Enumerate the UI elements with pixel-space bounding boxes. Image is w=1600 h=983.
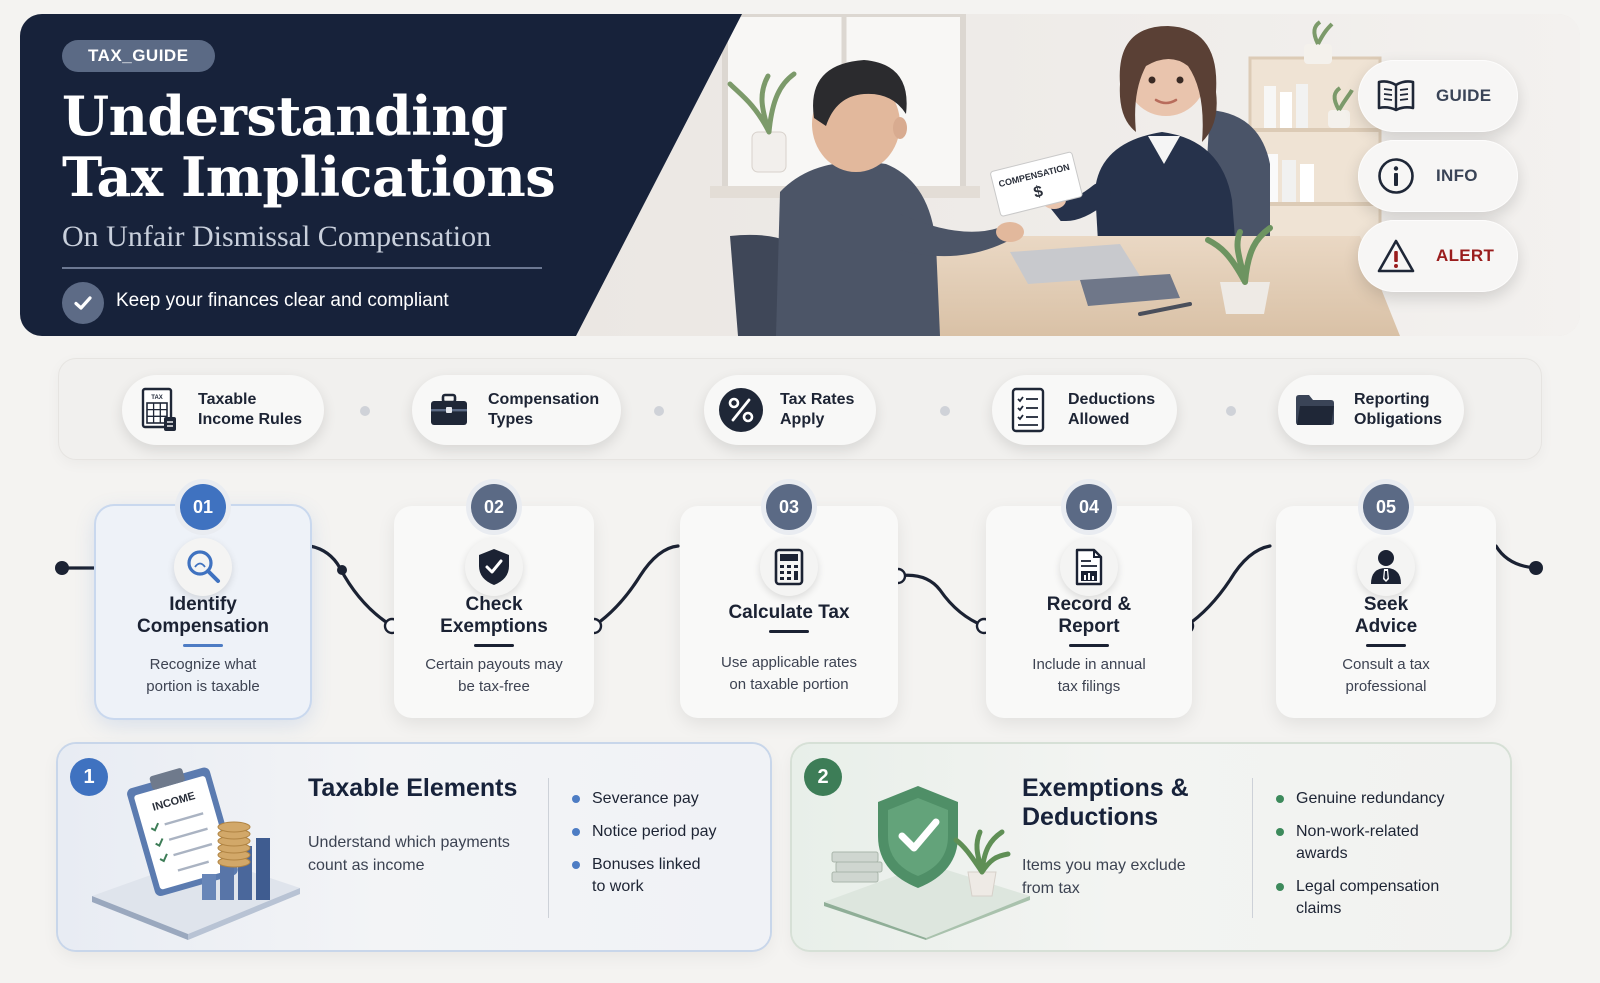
step-underline — [183, 644, 223, 647]
calculator-icon — [760, 538, 818, 596]
income-clipboard-illustration: INCOME — [92, 767, 300, 940]
list-item: Genuine redundancy — [1274, 788, 1445, 810]
topic-label: Compensation Types — [488, 391, 600, 428]
step-check-exemptions[interactable]: 02 Check Exemptions Certain payouts may … — [394, 484, 594, 718]
card-divider — [548, 778, 549, 918]
hero-note: Keep your finances clear and compliant — [116, 290, 449, 311]
list-item: Notice period pay — [570, 821, 717, 843]
step-title: Calculate Tax — [728, 602, 850, 623]
card-description: Understand which payments count as incom… — [308, 834, 510, 874]
guide-button-label: GUIDE — [1436, 86, 1492, 105]
step-identify-compensation[interactable]: 01 Identify Compensation Recognize what … — [96, 484, 310, 718]
step-number: 03 — [766, 484, 812, 530]
topic-label: Reporting Obligations — [1354, 391, 1442, 428]
separator-dot — [940, 406, 950, 416]
guide-button[interactable]: GUIDE — [1358, 60, 1518, 132]
step-underline — [769, 630, 809, 633]
topic-compensation-types[interactable]: Compensation Types — [412, 375, 622, 445]
topic-label: Tax Rates Apply — [780, 391, 855, 428]
list-item: Bonuses linked to work — [570, 854, 717, 898]
step-description: Use applicable rates on taxable portion — [721, 654, 857, 693]
tax-form-icon: TAX — [136, 387, 182, 433]
step-number: 02 — [471, 484, 517, 530]
step-description: Recognize what portion is taxable — [146, 656, 260, 695]
list-item: Non-work-related awards — [1274, 821, 1445, 865]
step-title: Record & Report — [1046, 594, 1132, 637]
taxable-items-list: Severance pay Notice period pay Bonuses … — [570, 788, 717, 909]
check-icon — [62, 282, 104, 324]
card-exemptions-deductions: 2 Exemptions & Deductions Items you may … — [792, 744, 1510, 950]
topic-bar: TAX Taxable Income Rules Compensation Ty… — [58, 358, 1542, 460]
shield-plant-illustration — [824, 786, 1030, 940]
shield-check-icon — [465, 538, 523, 596]
checklist-icon — [1006, 387, 1052, 433]
step-record-report[interactable]: 04 Record & Report Include in annual tax… — [986, 484, 1192, 718]
card-taxable-elements: INCOME 1 Taxable Elements Understand whi… — [58, 744, 770, 950]
step-description: Include in annual tax filings — [1032, 656, 1146, 695]
step-title: Identify Compensation — [137, 594, 269, 637]
topic-tax-rates-apply[interactable]: Tax Rates Apply — [704, 375, 877, 445]
step-number: 04 — [1066, 484, 1112, 530]
guide-tag: TAX_GUIDE — [62, 40, 215, 72]
magnifier-icon — [174, 538, 232, 596]
list-item: Legal compensation claims — [1274, 876, 1445, 920]
hero-banner: COMPENSATION $ TAX_GUIDE Understanding T… — [20, 14, 1580, 336]
card-divider — [1252, 778, 1253, 918]
step-underline — [1366, 644, 1406, 647]
step-title: Seek Advice — [1354, 594, 1418, 637]
step-underline — [474, 644, 514, 647]
step-description: Consult a tax professional — [1342, 656, 1430, 695]
separator-dot — [1226, 406, 1236, 416]
alert-button[interactable]: ALERT — [1358, 220, 1518, 292]
card-title: Taxable Elements — [308, 774, 518, 802]
step-number: 01 — [180, 484, 226, 530]
step-calculate-tax[interactable]: 03 Calculate Tax Use applicable rates on… — [680, 484, 898, 718]
briefcase-icon — [426, 387, 472, 433]
open-book-icon — [1376, 76, 1416, 116]
info-button-label: INFO — [1436, 166, 1478, 185]
topic-reporting-obligations[interactable]: Reporting Obligations — [1278, 375, 1464, 445]
topic-deductions-allowed[interactable]: Deductions Allowed — [992, 375, 1178, 445]
separator-dot — [360, 406, 370, 416]
info-icon — [1376, 156, 1416, 196]
folder-icon — [1292, 387, 1338, 433]
card-number-badge: 2 — [804, 758, 842, 796]
hero-divider — [62, 267, 542, 269]
svg-text:TAX: TAX — [151, 395, 163, 401]
card-number-badge: 1 — [70, 758, 108, 796]
topic-taxable-income-rules[interactable]: TAX Taxable Income Rules — [122, 375, 325, 445]
alert-button-label: ALERT — [1436, 246, 1495, 265]
page-title: Understanding Tax Implications — [62, 86, 582, 208]
step-underline — [1069, 644, 1109, 647]
step-title: Check Exemptions — [440, 594, 548, 637]
title-line-2: Tax Implications — [62, 145, 556, 209]
step-description: Certain payouts may be tax-free — [425, 656, 563, 695]
info-button[interactable]: INFO — [1358, 140, 1518, 212]
title-line-1: Understanding — [62, 84, 508, 148]
topic-label: Taxable Income Rules — [198, 391, 303, 428]
topic-label: Deductions Allowed — [1068, 391, 1156, 428]
advisor-icon — [1357, 538, 1415, 596]
separator-dot — [654, 406, 664, 416]
exemption-items-list: Genuine redundancy Non-work-related awar… — [1274, 788, 1445, 931]
report-icon — [1060, 538, 1118, 596]
page-subtitle: On Unfair Dismissal Compensation — [62, 220, 492, 253]
warning-icon — [1376, 236, 1416, 276]
card-title: Exemptions & Deductions — [1022, 774, 1189, 831]
card-description: Items you may exclude from tax — [1022, 857, 1186, 897]
list-item: Severance pay — [570, 788, 717, 810]
step-number: 05 — [1363, 484, 1409, 530]
cheque-symbol: $ — [1032, 183, 1045, 202]
step-seek-advice[interactable]: 05 Seek Advice Consult a tax professiona… — [1276, 484, 1496, 718]
percent-icon — [718, 387, 764, 433]
